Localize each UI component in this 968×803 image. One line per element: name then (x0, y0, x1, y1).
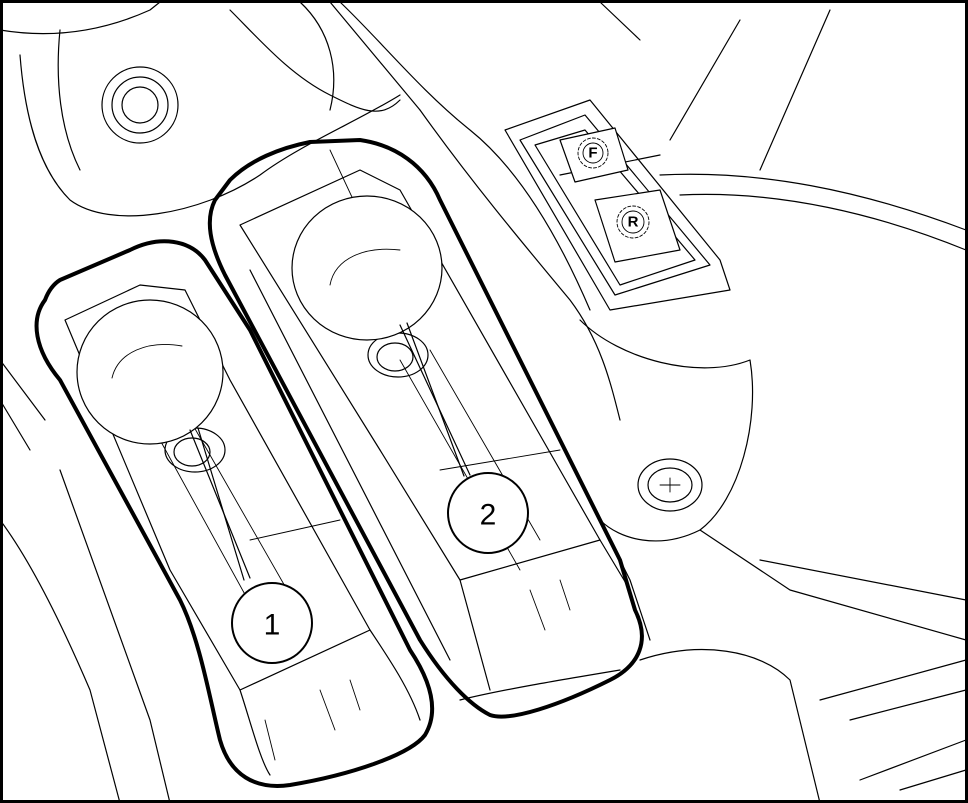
callout-2: 2 (447, 472, 529, 554)
screw-fitting (637, 458, 703, 512)
callout-1-label: 1 (264, 609, 281, 642)
gear-icon (616, 205, 650, 239)
lever-2-knob[interactable] (291, 195, 443, 378)
forward-switch-button[interactable]: F (559, 127, 629, 183)
reverse-button-letter: R (628, 214, 639, 231)
switch-panel (504, 99, 731, 311)
lever-1-knob[interactable] (76, 299, 226, 473)
reverse-switch-button[interactable]: R (594, 189, 681, 263)
callout-2-label: 2 (480, 499, 497, 532)
gear-icon (577, 137, 609, 169)
forward-button-letter: F (588, 145, 597, 162)
callout-1: 1 (231, 582, 313, 664)
callout-leaders (189, 322, 471, 581)
upper-left-round-fitting (101, 66, 179, 144)
